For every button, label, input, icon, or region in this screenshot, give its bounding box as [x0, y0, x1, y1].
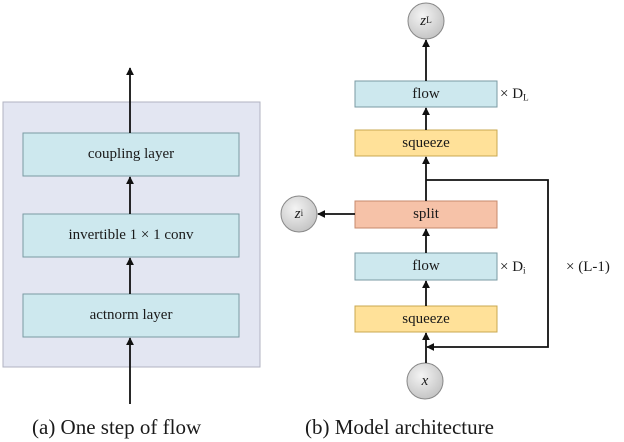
actnorm-layer-box	[22, 293, 240, 338]
zi-sub: i	[300, 209, 304, 219]
coupling-layer-label: coupling layer	[87, 146, 175, 162]
caption-b: (b) Model architecture	[305, 415, 494, 439]
multiplier-Di-sub: i	[523, 266, 526, 277]
caption-a: (a) One step of flow	[32, 415, 202, 439]
flow-top-label: flow	[412, 85, 440, 102]
multiplier-DL-prefix: × D	[500, 86, 524, 102]
squeeze-bottom-label: squeeze	[402, 310, 450, 327]
flow-top-box	[354, 80, 498, 108]
squeeze-top-label: squeeze	[402, 134, 450, 151]
zi-base: z	[294, 205, 301, 222]
squeeze-bottom-box	[354, 305, 498, 333]
node-zi	[280, 195, 318, 233]
multiplier-DL: × DL	[500, 85, 529, 107]
split-box	[354, 200, 498, 229]
flow-mid-box	[354, 252, 498, 281]
zL-base: z	[420, 12, 427, 29]
loop-arrow	[426, 179, 549, 351]
node-x	[406, 362, 444, 400]
node-x-label: x	[421, 372, 429, 389]
invertible-conv-box	[22, 213, 240, 258]
multiplier-Di: × Di	[500, 258, 526, 280]
multiplier-L: × (L-1)	[566, 259, 610, 275]
flow-mid-label: flow	[412, 258, 440, 274]
actnorm-layer-label: actnorm layer	[89, 307, 173, 323]
multiplier-Di-prefix: × D	[500, 259, 524, 275]
invertible-conv-label: invertible 1 × 1 conv	[68, 227, 194, 243]
multiplier-DL-sub: L	[523, 93, 529, 104]
squeeze-top-box	[354, 129, 498, 157]
node-zL	[407, 2, 445, 40]
zL-sub: L	[426, 16, 432, 26]
coupling-layer-box	[22, 132, 240, 177]
split-label: split	[413, 206, 439, 222]
